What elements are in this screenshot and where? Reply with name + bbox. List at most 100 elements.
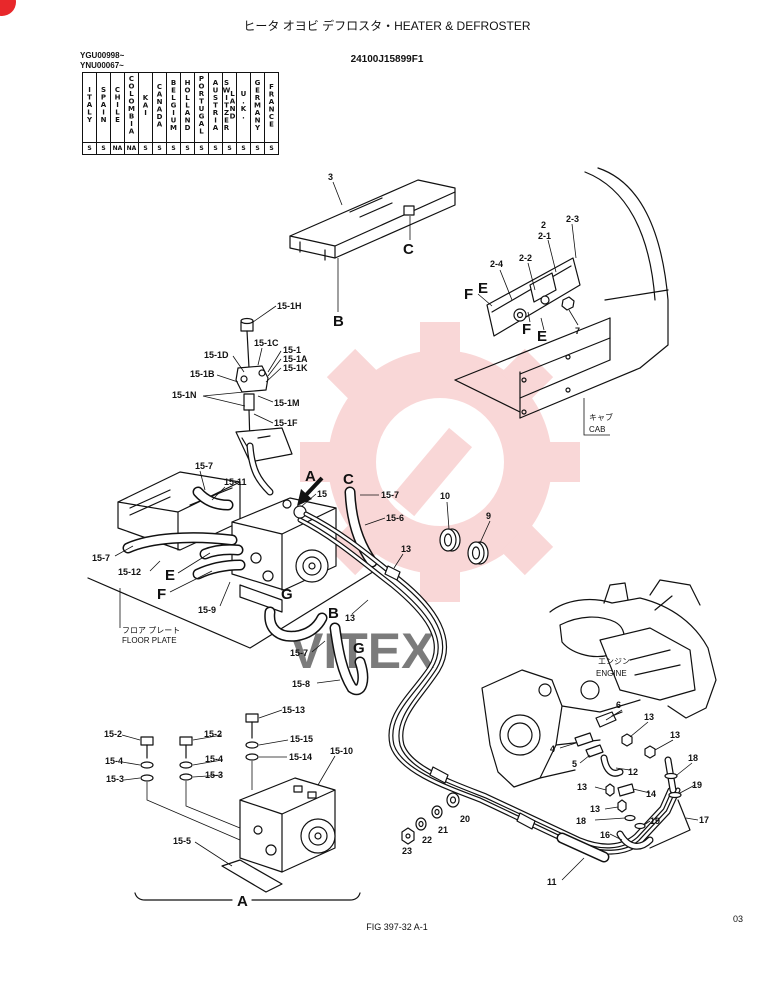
cab-label: CAB [589, 425, 605, 434]
country-name-cell: ITALY [82, 72, 97, 143]
callout-label: 15-14 [289, 752, 312, 762]
callout-label: F [522, 321, 531, 338]
country-code-cell: S [96, 142, 111, 155]
callout-label: C [343, 471, 354, 488]
callout-label: 2-3 [566, 214, 579, 224]
country-code-cell: S [180, 142, 195, 155]
callout-label: 10 [440, 491, 450, 501]
callout-label: 22 [422, 835, 432, 845]
figure-number: FIG 397-32 A-1 [366, 922, 428, 932]
country-name-cell: SWITZER LAND [222, 72, 237, 143]
view-a-bracket [134, 892, 361, 901]
callout-label: 2-2 [519, 253, 532, 263]
bolt-set [140, 713, 259, 841]
callout-label: 12 [628, 767, 638, 777]
callout-label: G [281, 586, 293, 603]
country-code-cell: S [152, 142, 167, 155]
callout-label: 19 [650, 816, 660, 826]
callout-label: 15-10 [330, 746, 353, 756]
page-number: 03 [733, 914, 743, 924]
callout-label: 15-7 [381, 490, 399, 500]
callout-label: 20 [460, 814, 470, 824]
callout-label: B [333, 313, 344, 330]
pipe-sleeve [556, 832, 610, 863]
callout-label: F [157, 586, 166, 603]
callout-label: 6 [616, 700, 621, 710]
callout-label: 15-7 [92, 553, 110, 563]
callout-label: 15-1 [283, 345, 301, 355]
heater-cover-part [235, 427, 293, 463]
floor-plate-label-jp: フロア プレート [122, 626, 180, 635]
country-code-cell: S [222, 142, 237, 155]
country-code-cell: S [138, 142, 153, 155]
floor-plate-outline [87, 569, 377, 649]
callout-label: 13 [345, 613, 355, 623]
callout-label: 15-11 [224, 477, 247, 487]
callout-label: 15-1C [254, 338, 279, 348]
callout-label: 9 [486, 511, 491, 521]
country-code-cell: S [264, 142, 279, 155]
country-code-cell: NA [110, 142, 125, 155]
callout-label: 7 [575, 326, 580, 336]
callout-label: 15-1N [172, 390, 197, 400]
callout-label: 17 [699, 815, 709, 825]
hose-e [199, 544, 244, 560]
callout-label: 15-3 [205, 770, 223, 780]
hose-15-8 [329, 622, 369, 696]
callout-label: 15-7 [290, 648, 308, 658]
callout-label: 15-2 [204, 729, 222, 739]
callout-label: G [353, 640, 365, 657]
control-panel-part [486, 257, 581, 337]
callout-label: 15-1M [274, 398, 300, 408]
watermark-gear [300, 322, 580, 602]
view-arrow-a [297, 476, 324, 506]
callout-labels: 3 C B 2 2-1 2-3 2-2 2-4 F E F E 7 15-1H … [92, 172, 709, 910]
pipe-clamp [384, 565, 536, 830]
callout-label: 19 [692, 780, 702, 790]
serial-number: YGU00998~ [80, 51, 125, 60]
grommet-part [439, 528, 489, 565]
heater-unit-part [231, 497, 337, 613]
page-title: ヒータ オヨビ デフロスタ・HEATER & DEFROSTER [243, 18, 530, 33]
callout-label: 13 [577, 782, 587, 792]
cab-label-jp: キャブ [589, 412, 613, 422]
callout-label: 15-1B [190, 369, 215, 379]
callout-label: 2-1 [538, 231, 551, 241]
country-code-cell: NA [124, 142, 139, 155]
callout-label: A [237, 893, 248, 910]
hose-15-7-lower [264, 606, 328, 642]
cab-outline [454, 167, 669, 436]
callout-label: 21 [438, 825, 448, 835]
callout-label: 23 [402, 846, 412, 856]
country-code-cell: S [166, 142, 181, 155]
callout-label: 18 [576, 816, 586, 826]
callout-label: 13 [670, 730, 680, 740]
callout-label: 15-1D [204, 350, 229, 360]
callout-label: E [165, 567, 175, 584]
callout-label: 15-15 [290, 734, 313, 744]
callout-label: A [305, 468, 316, 485]
callout-label: 15-8 [292, 679, 310, 689]
country-name-cell: HOLLAND [180, 72, 195, 143]
country-name-cell: CHILE [110, 72, 125, 143]
hose-15-7-top [192, 486, 234, 511]
country-name-cell: PORTUGAL [194, 72, 209, 143]
callout-label: 15-2 [104, 729, 122, 739]
callout-label: 2 [541, 220, 546, 230]
callout-label: 2-4 [490, 259, 503, 269]
country-name-cell: U.K. [236, 72, 251, 143]
callout-label: 3 [328, 172, 333, 182]
part-code: 24100J15899F1 [351, 54, 424, 65]
country-name-cell: SPAIN [96, 72, 111, 143]
serial-number: YNU00067~ [80, 61, 124, 70]
callout-label: 13 [401, 544, 411, 554]
hose-f [192, 559, 246, 580]
callout-label: 15-12 [118, 567, 141, 577]
heater-valve-assembly [235, 317, 269, 446]
callout-label: 14 [646, 789, 656, 799]
callout-label: 11 [547, 877, 557, 887]
callout-label: 5 [572, 759, 577, 769]
country-name-cell: BELGIUM [166, 72, 181, 143]
callout-label: 15-1A [283, 354, 308, 364]
